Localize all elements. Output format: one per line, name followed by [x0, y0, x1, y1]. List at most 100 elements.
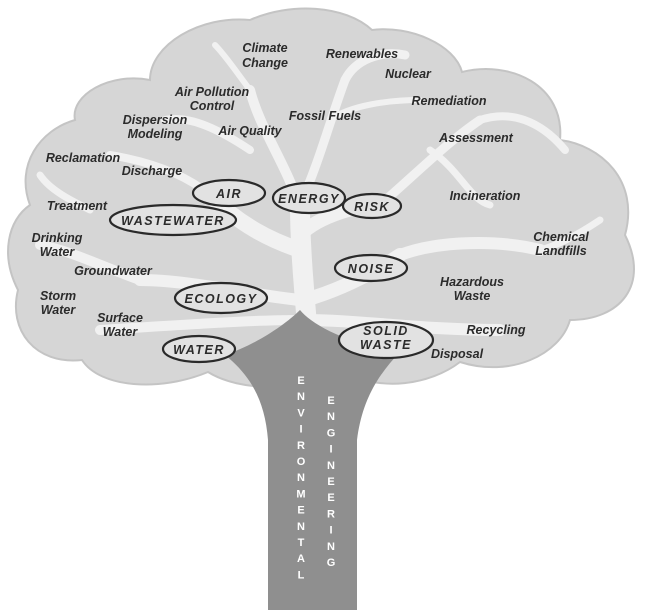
- svg-text:Renewables: Renewables: [326, 47, 398, 61]
- branch: [327, 97, 423, 123]
- label-treatment: Treatment: [47, 199, 108, 213]
- trunk-environmental-letter: L: [298, 569, 305, 581]
- topic-nodes: AIR ENERGY RISK WASTEWATER NOISE ECOLOGY…: [108, 178, 435, 364]
- node-solid-waste-oval: [337, 320, 435, 360]
- trunk-engineering-letter: E: [327, 476, 334, 488]
- node-wastewater: WASTEWATER: [108, 203, 238, 237]
- label-surface-water-line2: Water: [103, 325, 139, 339]
- node-ecology-oval: [173, 281, 269, 315]
- trunk-environmental-letter: M: [296, 488, 305, 500]
- svg-text:Disposal: Disposal: [431, 347, 484, 361]
- branch: [476, 112, 569, 154]
- svg-text:Recycling: Recycling: [466, 323, 525, 337]
- node-noise-oval: [333, 253, 409, 283]
- svg-text:RISK: RISK: [354, 200, 390, 214]
- svg-text:Air Quality: Air Quality: [217, 124, 282, 138]
- svg-text:Assessment: Assessment: [438, 131, 513, 145]
- label-recycling: Recycling: [466, 323, 525, 337]
- trunk-environmental-letter: N: [297, 391, 305, 403]
- label-nuclear: Nuclear: [385, 67, 432, 81]
- label-dispersion-modeling-line1: Dispersion: [123, 113, 188, 127]
- node-ecology-label: ECOLOGY: [184, 292, 257, 306]
- label-drinking-water-line2: Water: [40, 245, 76, 259]
- trunk-engineering-letter: E: [327, 492, 334, 504]
- node-risk-label: RISK: [354, 200, 390, 214]
- label-climate-change-line2: Change: [242, 56, 288, 70]
- svg-text:Discharge: Discharge: [122, 164, 182, 178]
- label-climate-change-line1: Climate: [242, 41, 287, 55]
- trunk-environmental-letter: N: [297, 521, 305, 533]
- trunk-engineering-letter: N: [327, 460, 335, 472]
- svg-text:Incineration: Incineration: [450, 189, 521, 203]
- label-reclamation: Reclamation: [46, 151, 121, 165]
- svg-text:ECOLOGY: ECOLOGY: [184, 292, 257, 306]
- label-renewables: Renewables: [326, 47, 398, 61]
- label-air-quality: Air Quality: [217, 124, 282, 138]
- node-risk: RISK: [341, 192, 403, 220]
- branch: [161, 115, 254, 154]
- label-storm-water-line2: Water: [41, 303, 77, 317]
- node-energy-label: ENERGY: [278, 192, 340, 206]
- svg-text:Reclamation: Reclamation: [46, 151, 121, 165]
- trunk-environmental-letter: O: [297, 456, 306, 468]
- node-air-oval: [191, 178, 267, 208]
- branch: [36, 171, 94, 214]
- trunk-environmental-letter: I: [299, 424, 302, 436]
- label-dispersion-modeling-line2: Modeling: [128, 127, 183, 141]
- svg-text:AIR: AIR: [215, 187, 242, 201]
- trunk-engineering-letter: E: [327, 395, 334, 407]
- svg-text:ENERGY: ENERGY: [278, 192, 340, 206]
- branch: [340, 49, 410, 85]
- label-discharge: Discharge: [122, 164, 182, 178]
- label-hazardous-waste-line2: Waste: [454, 289, 491, 303]
- node-air-label: AIR: [215, 187, 242, 201]
- trunk-engineering-letter: G: [327, 557, 336, 569]
- branch: [35, 240, 145, 285]
- trunk-engineering-letter: N: [327, 541, 335, 553]
- svg-text:Groundwater: Groundwater: [74, 264, 153, 278]
- label-groundwater: Groundwater: [74, 264, 153, 278]
- node-noise: NOISE: [333, 253, 409, 283]
- trunk-engineering-letter: N: [327, 411, 335, 423]
- node-water-oval: [161, 334, 237, 364]
- node-energy: ENERGY: [271, 181, 347, 215]
- node-energy-oval: [271, 181, 347, 215]
- label-disposal: Disposal: [431, 347, 484, 361]
- label-remediation: Remediation: [411, 94, 486, 108]
- svg-text:Remediation: Remediation: [411, 94, 486, 108]
- trunk-environmental-letter: T: [298, 537, 305, 549]
- svg-text:Fossil Fuels: Fossil Fuels: [289, 109, 361, 123]
- label-chemical-landfills-line2: Landfills: [535, 244, 586, 258]
- branch: [394, 237, 546, 261]
- svg-text:Treatment: Treatment: [47, 199, 108, 213]
- trunk-environmental-letter: R: [297, 440, 305, 452]
- trunk-environmental-letter: E: [297, 505, 304, 517]
- trunk-environmental-letter: V: [297, 407, 305, 419]
- node-water-label: WATER: [173, 343, 225, 357]
- trunk-engineering-letter: R: [327, 508, 335, 520]
- label-air-pollution-control-line1: Air Pollution: [174, 85, 250, 99]
- node-water: WATER: [161, 334, 237, 364]
- trunk-environmental-letter: N: [297, 472, 305, 484]
- node-wastewater-label: WASTEWATER: [121, 214, 225, 228]
- trunk-environmental-letter: E: [297, 375, 304, 387]
- trunk-engineering-letter: I: [329, 525, 332, 537]
- trunk: [225, 310, 400, 610]
- branch: [426, 146, 494, 209]
- trunk-engineering-letter: I: [329, 444, 332, 456]
- trunk-environmental-letter: A: [297, 553, 305, 565]
- branch: [95, 315, 305, 335]
- node-ecology: ECOLOGY: [173, 281, 269, 315]
- branch: [536, 216, 604, 254]
- trunk-engineering-letter: G: [327, 427, 336, 439]
